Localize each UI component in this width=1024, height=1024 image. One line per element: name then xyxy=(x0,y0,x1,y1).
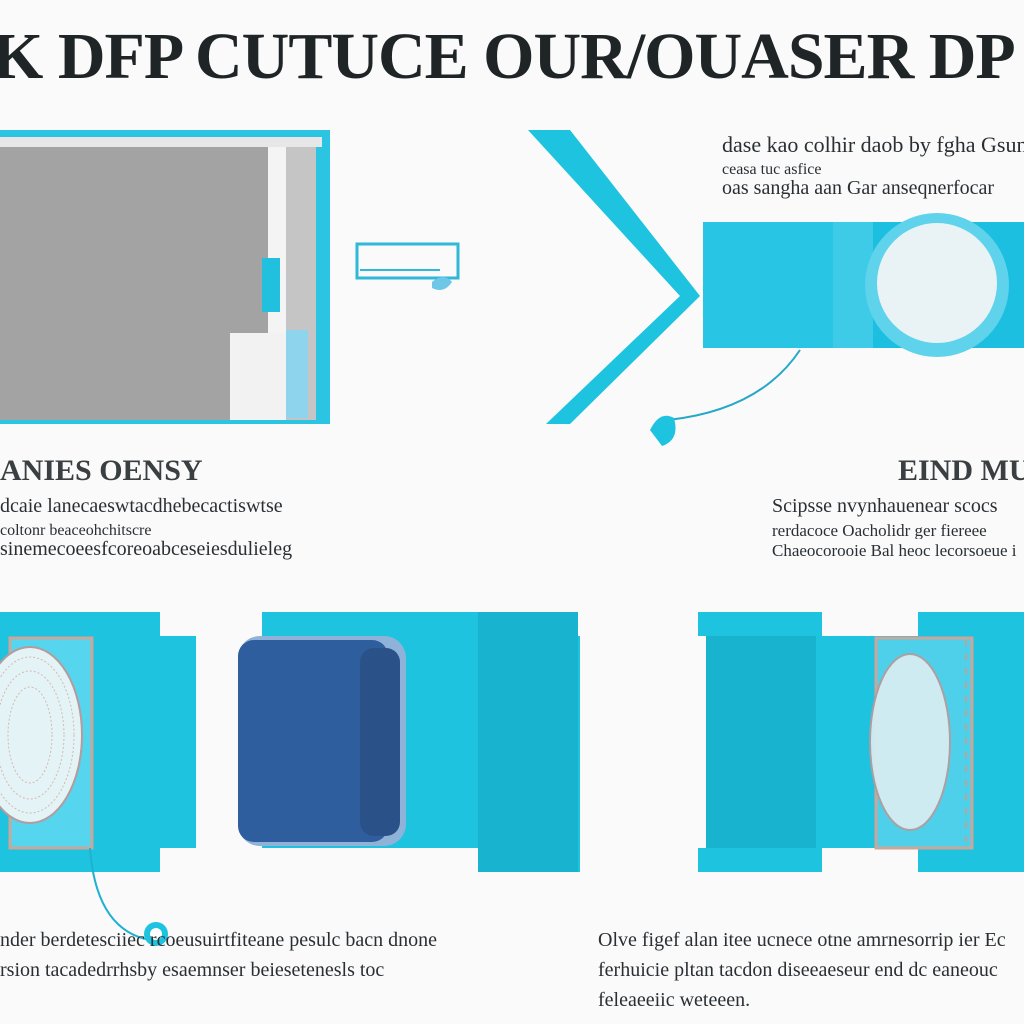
oval-panel xyxy=(698,612,1024,872)
bottom-left-text: nder berdetesciiec rcoeusuirtfiteane pes… xyxy=(0,928,560,988)
bottom-right-text: Olve figef alan itee ucnece otne amrneso… xyxy=(598,928,1024,1018)
arrow-box xyxy=(355,242,460,290)
text-line: dcaie lanecaeswtacdhebecactiswtse xyxy=(0,495,283,517)
text-line: Chaeocorooie Bal heoc lecorsoeue i xyxy=(772,541,1017,559)
left-heading: ANIES OENSY xyxy=(0,454,203,487)
text-line: ferhuicie pltan tacdon diseeaeseur end d… xyxy=(598,959,998,981)
lens-bar xyxy=(650,213,1024,446)
text-line: feleaeeiic weteeen. xyxy=(598,989,751,1011)
right-text: Scipsse nvynhauenear scocs rerdacoce Oac… xyxy=(772,494,1024,559)
left-text: dcaie lanecaeswtacdhebecactiswtse colton… xyxy=(0,494,310,562)
text-line: sinemecoeesfcoreoabceseiesdulieleg xyxy=(0,538,293,560)
page-title: K DFP CUTUCE OUR/OUASER DP CatperCvlc xyxy=(0,22,1024,92)
right-heading: EIND MU xyxy=(898,454,1024,487)
top-right-text: dase kao colhir daob by fgha Gsuno ceasa… xyxy=(722,133,1024,201)
text-line: oas sangha aan Gar anseqnerfocar xyxy=(722,177,995,199)
text-line: rsion tacadedrrhsby esaemnser beiesetene… xyxy=(0,959,385,981)
text-line: Olve figef alan itee ucnece otne amrneso… xyxy=(598,929,1006,951)
blue-box-panel xyxy=(238,612,580,872)
chevron-icon xyxy=(528,130,700,424)
text-line: coltonr beaceohchitscre xyxy=(0,522,152,537)
mesh-panel xyxy=(0,612,196,946)
text-line: dase kao colhir daob by fgha Gsuno xyxy=(722,133,1024,157)
text-line: ceasa tuc asfice xyxy=(722,161,822,176)
display-panel xyxy=(0,130,330,424)
text-line: rerdacoce Oacholidr ger fiereee xyxy=(772,521,987,539)
text-line: Scipsse nvynhauenear scocs xyxy=(772,495,998,517)
text-line: nder berdetesciiec rcoeusuirtfiteane pes… xyxy=(0,929,438,951)
